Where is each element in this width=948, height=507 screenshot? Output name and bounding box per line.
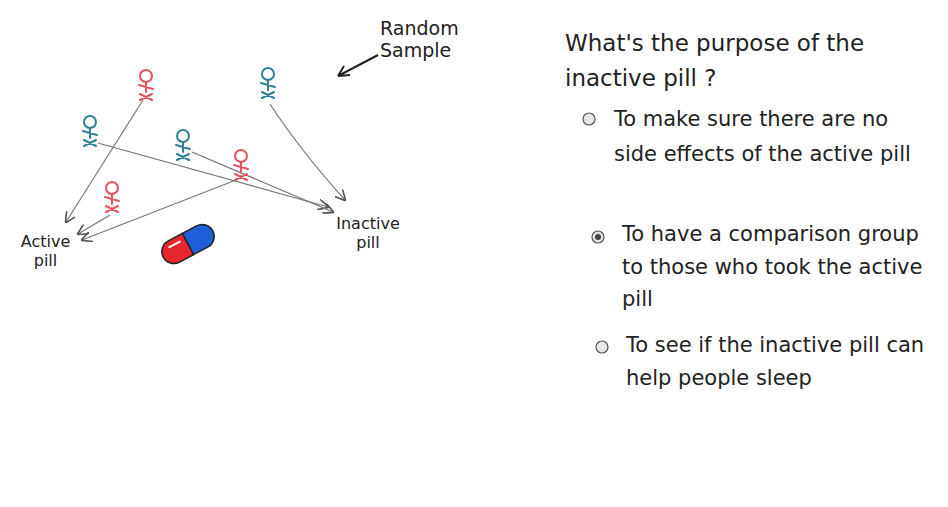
bullets	[583, 113, 608, 353]
assignment-arrow	[192, 152, 333, 212]
person-figure	[139, 70, 153, 100]
pointer-arrow	[338, 55, 378, 76]
pill	[158, 220, 219, 267]
assignment-arrows	[66, 100, 345, 240]
person-figure	[176, 130, 190, 160]
person-figure	[261, 68, 275, 98]
answer-option: To see if the inactive pill can help peo…	[626, 329, 926, 394]
assignment-arrow	[98, 143, 328, 207]
question-title: What's the purpose of the inactive pill …	[565, 26, 935, 95]
answer-option: To make sure there are no side effects o…	[614, 102, 934, 171]
person-figure	[105, 182, 119, 212]
people	[83, 68, 275, 212]
callout-label: Random Sample	[380, 18, 480, 62]
group-label: Active pill	[8, 232, 83, 270]
assignment-arrow	[78, 215, 110, 234]
person-figure	[83, 116, 97, 146]
assignment-arrow	[270, 104, 345, 200]
person-figure	[234, 150, 248, 180]
answer-option: To have a comparison group to those who …	[622, 218, 934, 316]
assignment-arrow	[66, 100, 143, 222]
group-label: Inactive pill	[322, 214, 414, 252]
